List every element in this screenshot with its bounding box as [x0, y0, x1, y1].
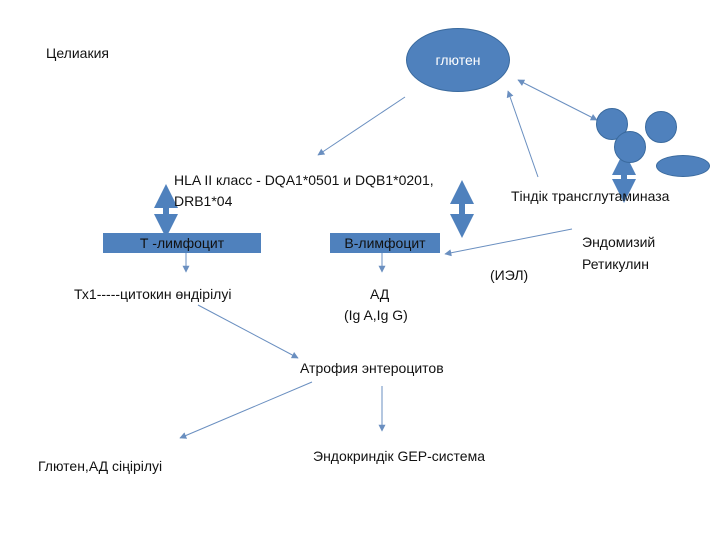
- b-lymphocyte-box: В-лимфоцит: [330, 233, 440, 253]
- th1-cytokine-label: Тх1-----цитокин өндірілуі: [74, 286, 232, 302]
- antibody-label: АД: [370, 286, 390, 302]
- circle-shape-3: [645, 111, 677, 143]
- ig-label: (Ig A,Ig G): [344, 307, 408, 323]
- reticulin-label: Ретикулин: [582, 256, 649, 272]
- arrow-endomysium-to-bcell: [444, 228, 573, 257]
- t-lymphocyte-box: Т -лимфоцит: [103, 233, 261, 253]
- circle-shape-2: [614, 131, 646, 163]
- gluten-ad-absorption-label: Глютен,АД сіңірілуі: [38, 458, 163, 474]
- hla-line-1: HLA II класс - DQA1*0501 и DQB1*0201,: [174, 172, 434, 188]
- gluten-label: глютен: [435, 52, 481, 68]
- arrow-th1-to-atrophy: [197, 304, 299, 359]
- tissue-transglutaminase: Тіндік трансглутаминаза: [511, 188, 670, 204]
- hla-line-2: DRB1*04: [174, 193, 233, 209]
- endomysium-label: Эндомизий: [582, 234, 656, 250]
- t-lymphocyte-label: Т -лимфоцит: [139, 235, 225, 251]
- endocrine-gep-label: Эндокриндік GEP-система: [313, 448, 486, 464]
- page-title: Целиакия: [46, 45, 109, 61]
- arrow-gluten-to-circles: [517, 79, 598, 121]
- flat-ellipse-shape: [656, 155, 710, 177]
- b-lymphocyte-label: В-лимфоцит: [344, 235, 426, 251]
- enterocyte-atrophy-label: Атрофия энтероцитов: [300, 360, 444, 376]
- arrow-gluten-to-hla: [317, 96, 406, 156]
- arrow-atrophy-to-gluten-ad: [179, 381, 313, 439]
- iel-label: (ИЭЛ): [490, 267, 529, 283]
- gluten-ellipse: глютен: [406, 28, 510, 92]
- arrow-tissue-to-gluten: [506, 90, 539, 178]
